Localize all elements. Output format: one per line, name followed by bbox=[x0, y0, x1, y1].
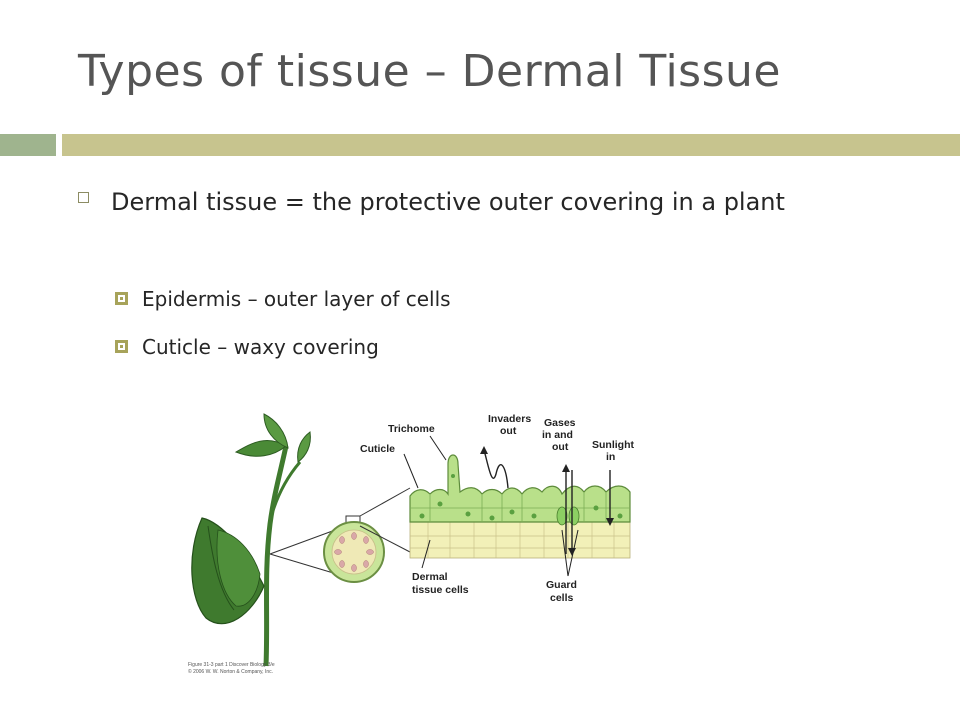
label-dermal-line2: tissue cells bbox=[412, 584, 469, 596]
label-sunlight-line1: Sunlight bbox=[592, 439, 634, 451]
title-accent-bar-left bbox=[0, 134, 56, 156]
invaders-out-arrow bbox=[483, 449, 509, 489]
title-accent-bar-right bbox=[62, 134, 960, 156]
label-cuticle: Cuticle bbox=[360, 443, 395, 455]
slide-title: Types of tissue – Dermal Tissue bbox=[78, 46, 781, 97]
label-sunlight-line2: in bbox=[606, 451, 615, 463]
guard-cell bbox=[568, 506, 580, 526]
square-bullet-icon bbox=[115, 340, 128, 353]
label-guard-line1: Guard bbox=[546, 579, 577, 591]
epidermis-detail bbox=[409, 454, 631, 559]
plant-large-leaf-inner bbox=[216, 529, 261, 607]
hollow-square-bullet-icon bbox=[78, 192, 89, 203]
plant-stem bbox=[263, 445, 289, 667]
label-gases-line1: Gases bbox=[544, 417, 576, 429]
figure-credit-line2: © 2006 W. W. Norton & Company, Inc. bbox=[188, 668, 273, 675]
label-invaders-line1: Invaders bbox=[488, 413, 531, 425]
plant-stem-branch bbox=[270, 461, 302, 515]
label-dermal-line1: Dermal bbox=[412, 571, 448, 583]
label-invaders-line2: out bbox=[500, 425, 517, 437]
plant-top-leaf bbox=[234, 440, 287, 457]
figure-credit-line1: Figure 31-3 part 1 Discover Biology 3/e bbox=[188, 662, 275, 668]
main-bullet-text: Dermal tissue = the protective outer cov… bbox=[111, 188, 785, 216]
epidermis-layer bbox=[409, 454, 631, 523]
label-trichome: Trichome bbox=[388, 423, 435, 435]
plant-bud bbox=[297, 431, 311, 463]
dermal-tissue-figure: Trichome Cuticle Invaders out Gases in a… bbox=[188, 413, 634, 675]
plant-leaf-fold bbox=[207, 525, 235, 611]
label-gases-line2: in and bbox=[542, 429, 573, 441]
sub-bullet-text: Epidermis – outer layer of cells bbox=[142, 287, 451, 311]
plant-top-leaf bbox=[263, 413, 289, 449]
label-guard-line2: cells bbox=[550, 592, 574, 604]
sub-bullet-text: Cuticle – waxy covering bbox=[142, 335, 379, 359]
square-bullet-icon bbox=[115, 292, 128, 305]
guard-cell bbox=[556, 506, 568, 526]
label-gases-line3: out bbox=[552, 441, 569, 453]
